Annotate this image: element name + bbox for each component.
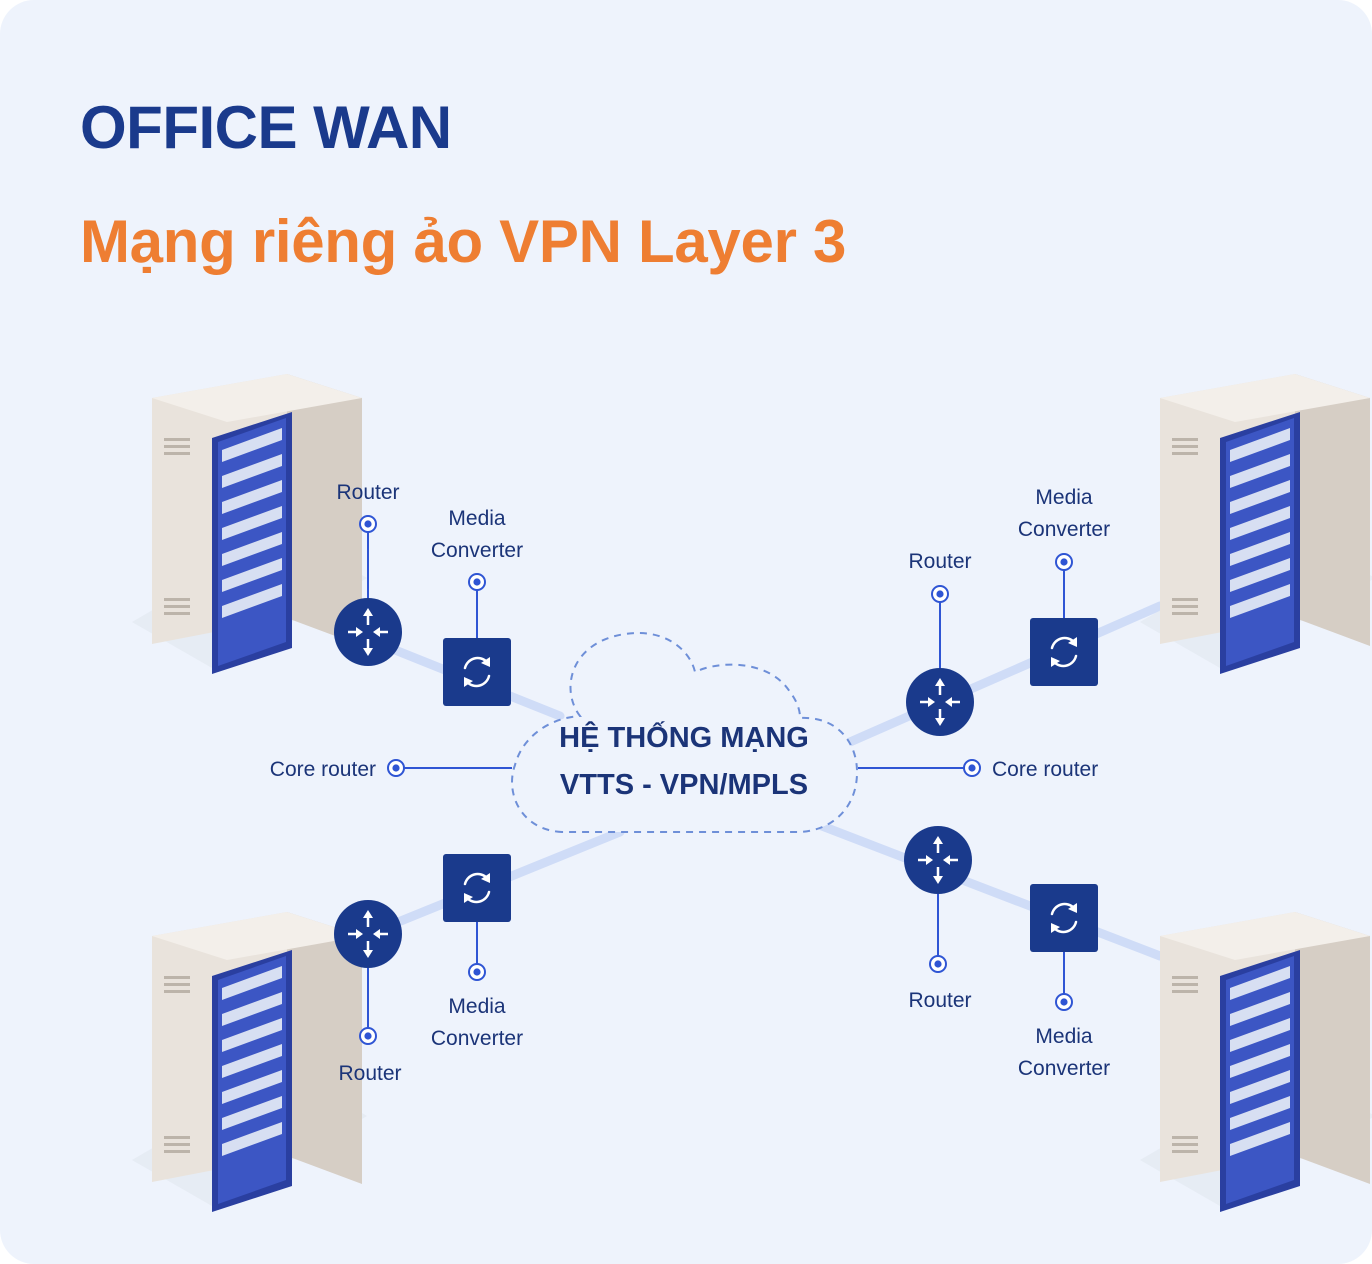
router-top-right-icon bbox=[904, 666, 976, 738]
cloud-title-line2: VTTS - VPN/MPLS bbox=[560, 769, 808, 801]
server-rack-top-left bbox=[132, 374, 367, 674]
router-top-left-label: Router bbox=[336, 481, 399, 504]
router-bottom-left-icon bbox=[332, 898, 404, 970]
media-bottom-left-label-line1: Media bbox=[448, 995, 506, 1018]
core-router-right-label: Core router bbox=[992, 758, 1098, 781]
router-top-left-pin bbox=[359, 515, 377, 533]
media-top-left-label-line2: Converter bbox=[431, 539, 523, 562]
media-top-right-label-line2: Converter bbox=[1018, 518, 1110, 541]
router-bottom-right-icon bbox=[902, 824, 974, 896]
server-rack-top-right bbox=[1140, 374, 1372, 674]
router-bottom-right-pin bbox=[929, 955, 947, 973]
core-router-right-pin bbox=[963, 759, 981, 777]
media-bottom-left-label-line2: Converter bbox=[431, 1027, 523, 1050]
media-converter-bottom-right-icon bbox=[1028, 882, 1100, 954]
core-router-left-pin bbox=[387, 759, 405, 777]
page-subtitle: Mạng riêng ảo VPN Layer 3 bbox=[80, 208, 847, 275]
media-top-left-label-line1: Media bbox=[448, 507, 506, 530]
router-bottom-right-label: Router bbox=[908, 989, 971, 1012]
server-rack-bottom-right bbox=[1140, 912, 1372, 1212]
media-top-right-label-line1: Media bbox=[1035, 486, 1093, 509]
server-rack-bottom-left bbox=[132, 912, 367, 1212]
router-top-right-label: Router bbox=[908, 550, 971, 573]
media-converter-bottom-left-icon bbox=[441, 852, 513, 924]
media-top-right-pin bbox=[1055, 553, 1073, 571]
cloud-title-line1: HỆ THỐNG MẠNG bbox=[559, 720, 809, 754]
media-bottom-left-pin bbox=[468, 963, 486, 981]
network-cloud: HỆ THỐNG MẠNG VTTS - VPN/MPLS bbox=[511, 632, 859, 833]
media-top-left-pin bbox=[468, 573, 486, 591]
media-bottom-right-label-line2: Converter bbox=[1018, 1057, 1110, 1080]
router-bottom-left-pin bbox=[359, 1027, 377, 1045]
core-router-left-label: Core router bbox=[270, 758, 376, 781]
router-top-left-icon bbox=[332, 596, 404, 668]
callout-leaders bbox=[367, 524, 1065, 1036]
media-converter-top-right-icon bbox=[1028, 616, 1100, 688]
router-top-right-pin bbox=[931, 585, 949, 603]
media-bottom-right-label-line1: Media bbox=[1035, 1025, 1093, 1048]
media-bottom-right-pin bbox=[1055, 993, 1073, 1011]
media-converter-top-left-icon bbox=[441, 636, 513, 708]
router-bottom-left-label: Router bbox=[338, 1062, 401, 1085]
page-title: OFFICE WAN bbox=[80, 94, 452, 161]
